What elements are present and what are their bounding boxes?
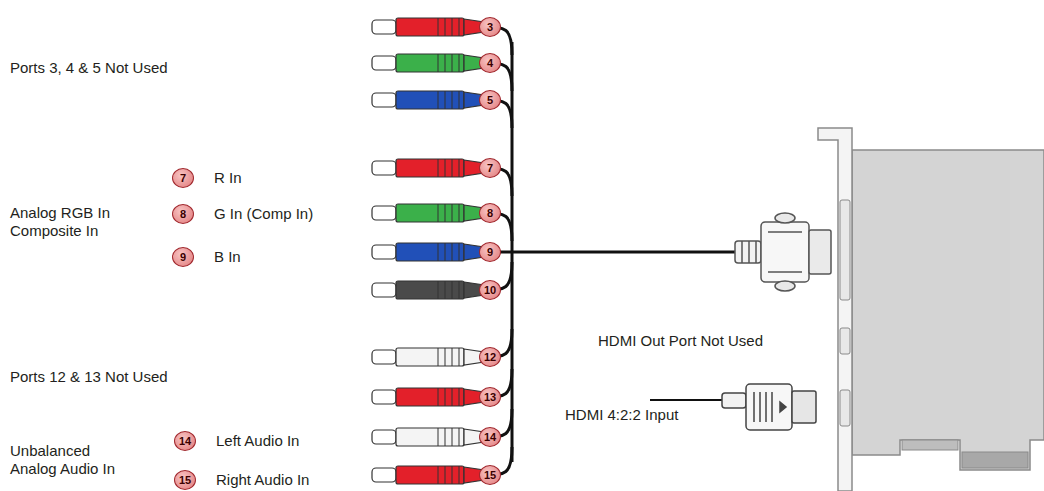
port-label: R In — [214, 169, 242, 187]
dvi-connector — [735, 213, 831, 291]
callout-number: 13 — [479, 387, 501, 407]
port-label: B In — [214, 248, 241, 266]
port-label: Ports 12 & 13 Not Used — [10, 368, 168, 386]
callout-number: 9 — [479, 242, 501, 262]
port-label: HDMI Out Port Not Used — [598, 332, 763, 350]
callout-number: 14 — [174, 431, 196, 451]
callout-number: 14 — [479, 427, 501, 447]
callout-number: 10 — [479, 280, 501, 300]
callout-number: 15 — [479, 465, 501, 485]
callout-number: 8 — [172, 204, 194, 224]
callout-number: 8 — [479, 203, 501, 223]
callout-number: 5 — [479, 90, 501, 110]
port-label: HDMI 4:2:2 Input — [565, 406, 678, 424]
port-label: Ports 3, 4 & 5 Not Used — [10, 59, 168, 77]
rca-connectors — [372, 18, 512, 484]
pcie-card — [818, 128, 1044, 491]
callout-number: 7 — [172, 168, 194, 188]
port-label: Left Audio In — [216, 432, 299, 450]
port-label: Analog RGB In Composite In — [10, 204, 128, 240]
callout-number: 15 — [174, 470, 196, 490]
callout-number: 12 — [479, 347, 501, 367]
breakout-cable — [512, 42, 735, 462]
port-label: Right Audio In — [216, 471, 309, 489]
port-label: G In (Comp In) — [214, 205, 313, 223]
port-label: Unbalanced Analog Audio In — [10, 442, 128, 478]
callout-number: 7 — [479, 158, 501, 178]
callout-number: 4 — [479, 53, 501, 73]
callout-number: 9 — [172, 247, 194, 267]
callout-number: 3 — [479, 17, 501, 37]
